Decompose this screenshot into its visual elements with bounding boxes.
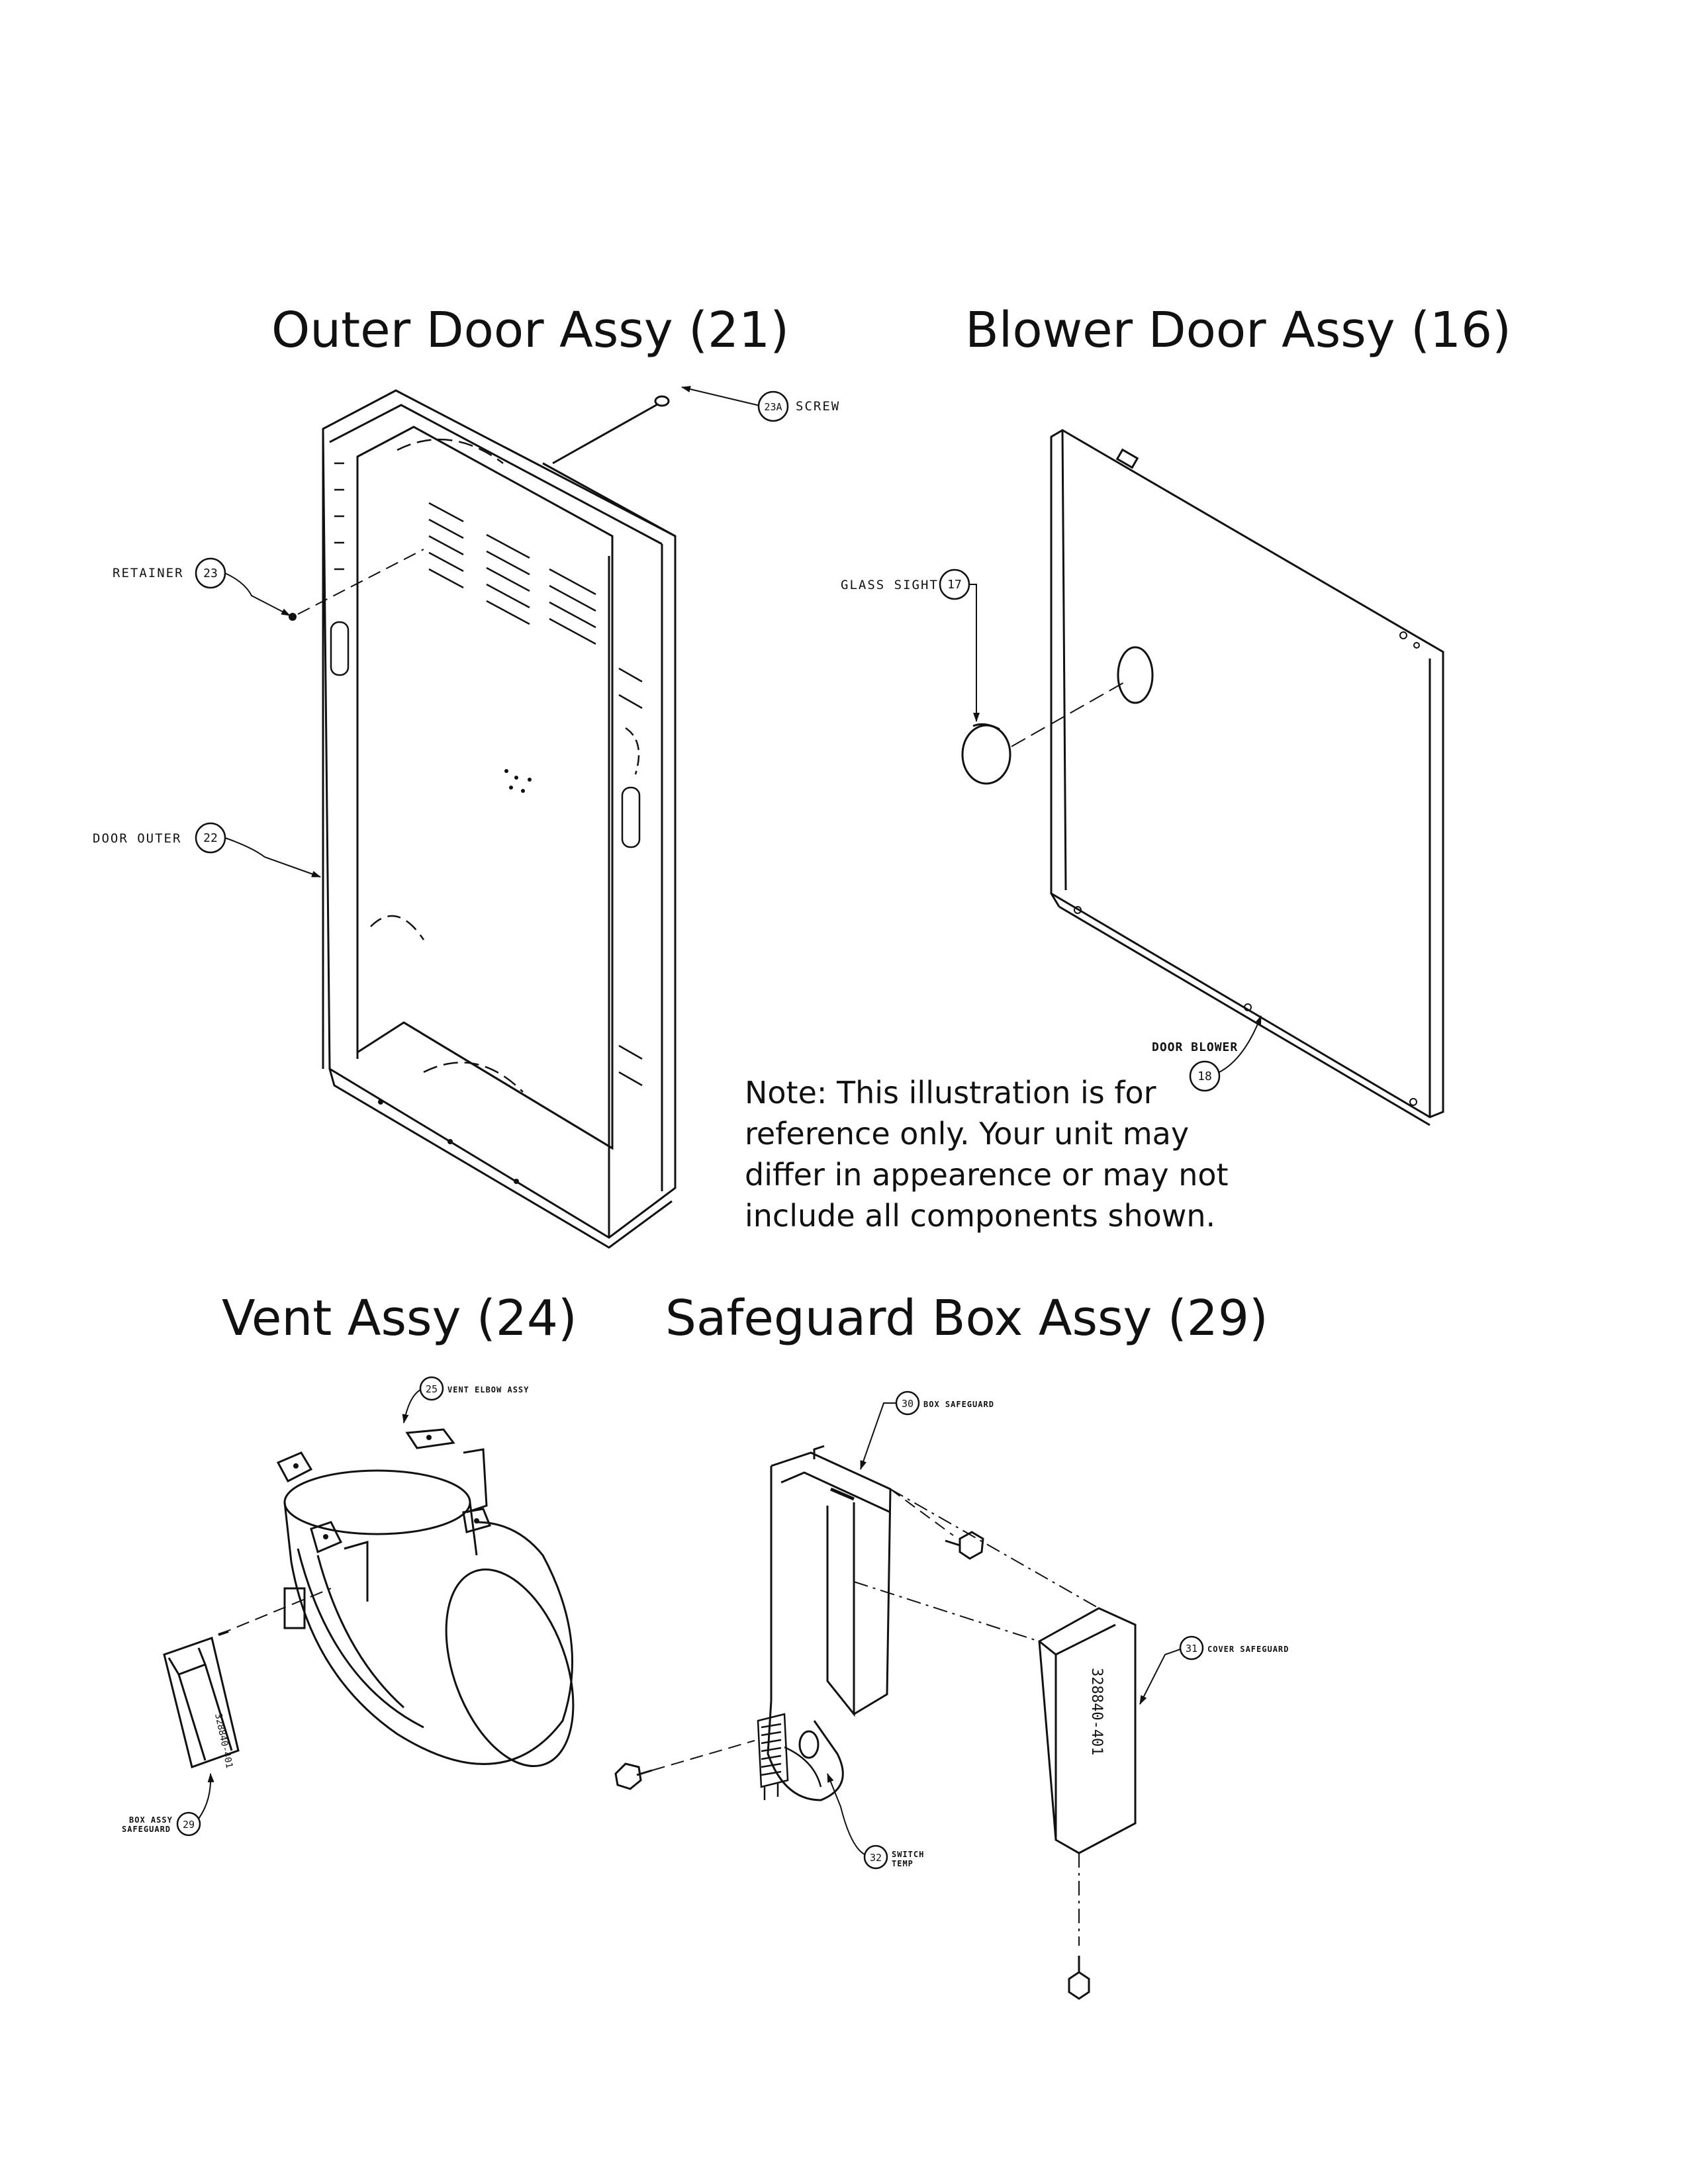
outer-door-holes [378,769,532,1184]
door-blower-callout: DOOR BLOWER 18 [1152,1015,1262,1092]
switch-temp-part [757,1713,822,1800]
glass-sight-label: GLASS SIGHT [841,578,939,592]
outer-door-assy-title: Outer Door Assy (21) [271,302,790,359]
cover-safeguard-part: 328840-401 [1038,1607,1137,1854]
switch-temp-callout: 32 SWITCH TEMP [827,1773,924,1870]
glass-sight-callout: GLASS SIGHT 17 [841,569,980,722]
blower-door-holes [1074,631,1420,1106]
note-line-4: include all components shown. [745,1198,1216,1234]
cover-safeguard-callout: 31 COVER SAFEGUARD [1139,1635,1289,1705]
note-line-3: differ in appearence or may not [745,1157,1229,1193]
reference-note: Note: This illustration is for reference… [745,1072,1248,1236]
box-screw-part [945,1531,984,1560]
box-safeguard-callout: 30 BOX SAFEGUARD [860,1390,994,1470]
retainer-callout: RETAINER 23 [113,549,424,621]
blower-door-assy-title: Blower Door Assy (16) [965,302,1512,359]
switch-temp-number: 32 [870,1852,882,1864]
box-safeguard-number: 30 [902,1398,914,1410]
vent-elbow-label: VENT ELBOW ASSY [447,1385,529,1394]
switch-temp-label-line1: SWITCH [892,1850,924,1859]
screw-label: SCREW [796,399,840,414]
note-line-1: Note: This illustration is for [745,1075,1156,1111]
door-outer-callout: DOOR OUTER 22 [93,822,321,878]
sight-glass-opening [1117,646,1154,704]
retainer-number: 23 [203,567,218,580]
glass-sight-number: 17 [947,578,962,592]
box-assy-safeguard-part: 328840-401 [163,1637,240,1769]
retainer-label: RETAINER [113,566,184,580]
cover-safeguard-number: 31 [1186,1643,1197,1655]
vent-elbow-part [276,1428,575,1768]
vent-elbow-number: 25 [426,1383,438,1395]
vent-assy-title: Vent Assy (24) [222,1290,577,1347]
box-assy-number: 29 [183,1819,195,1831]
left-screw-part [614,1762,653,1790]
door-blower-number: 18 [1197,1069,1212,1083]
box-safeguard-label: BOX SAFEGUARD [923,1400,994,1409]
outer-door-frame [322,389,677,1249]
outer-door-detail [330,438,643,1093]
blower-door-panel [1050,429,1444,1126]
cover-part-number: 328840-401 [1088,1668,1105,1755]
vent-elbow-callout: 25 VENT ELBOW ASSY [402,1376,529,1424]
note-line-2: reference only. Your unit may [745,1116,1190,1152]
glass-sight-part [961,723,1011,785]
door-blower-label: DOOR BLOWER [1152,1040,1238,1054]
screw-part [552,395,670,465]
box-assy-label-line2: SAFEGUARD [122,1825,171,1834]
safeguard-box-assy-title: Safeguard Box Assy (29) [665,1290,1268,1347]
switch-temp-label-line2: TEMP [892,1859,914,1868]
vent-elbow-holes [293,1435,479,1539]
bottom-screw-part [1068,1956,1090,2000]
door-outer-label: DOOR OUTER [93,831,181,846]
screw-callout: 23A SCREW [681,386,840,422]
door-outer-number: 22 [203,831,218,845]
box-assy-safeguard-callout: BOX ASSY SAFEGUARD 29 [122,1773,214,1837]
box-assy-label-line1: BOX ASSY [129,1815,173,1825]
screw-number: 23A [764,401,782,413]
cover-safeguard-label: COVER SAFEGUARD [1207,1645,1289,1654]
